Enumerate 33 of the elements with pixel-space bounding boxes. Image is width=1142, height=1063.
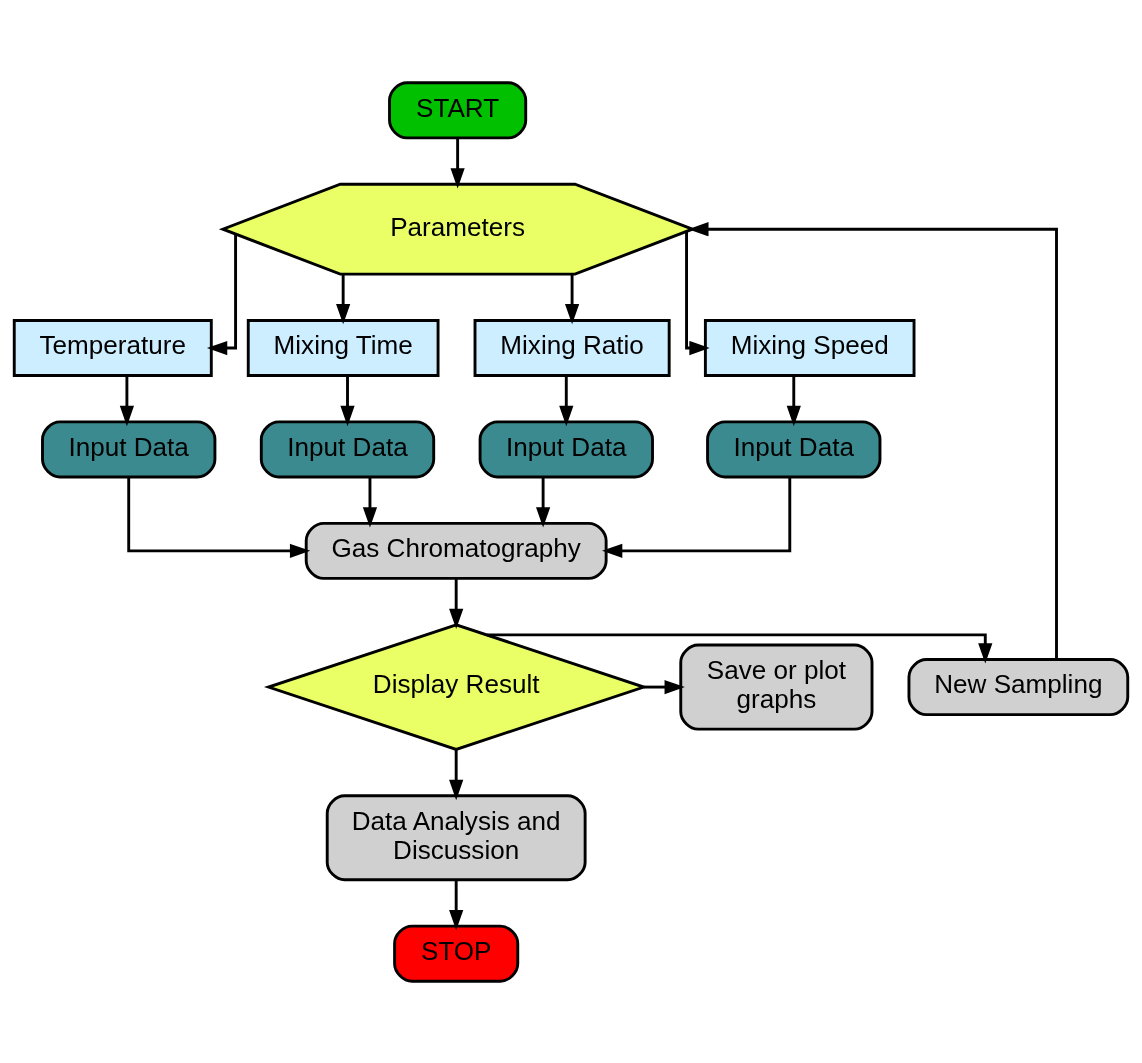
- arrow: [685, 231, 710, 355]
- arrow: [643, 679, 685, 694]
- arrow: [336, 274, 351, 324]
- node-box: Mixing Ratio: [473, 318, 671, 377]
- arrow: [559, 375, 574, 426]
- arrow: [564, 274, 580, 324]
- arrow: [119, 375, 134, 426]
- node-box: Mixing Speed: [703, 318, 916, 377]
- arrow: [340, 375, 355, 426]
- arrow: [449, 879, 464, 930]
- node-box: STOP: [393, 924, 520, 983]
- arrow: [602, 476, 792, 558]
- arrow: [127, 476, 311, 558]
- node-box: START: [388, 80, 528, 139]
- node-box: Save or plot graphs: [679, 643, 874, 731]
- node-box: Input Data: [478, 419, 654, 478]
- node-box: Data Analysis and Discussion: [325, 793, 587, 881]
- arrow: [486, 632, 993, 664]
- arrow: [786, 375, 801, 426]
- node-box: New Sampling: [907, 657, 1130, 716]
- arrow: [536, 476, 551, 528]
- node-box: Input Data: [259, 419, 436, 478]
- node-box: Gas Chromatography: [304, 521, 608, 580]
- arrow: [449, 749, 464, 800]
- node-box: Mixing Time: [246, 318, 440, 377]
- arrow: [688, 221, 1058, 659]
- arrow: [449, 577, 464, 629]
- node-box: Input Data: [41, 419, 217, 478]
- node-box: Temperature: [12, 318, 213, 377]
- node-box: Input Data: [706, 419, 882, 478]
- arrow: [362, 476, 378, 528]
- arrow: [450, 137, 465, 188]
- arrow: [206, 233, 237, 355]
